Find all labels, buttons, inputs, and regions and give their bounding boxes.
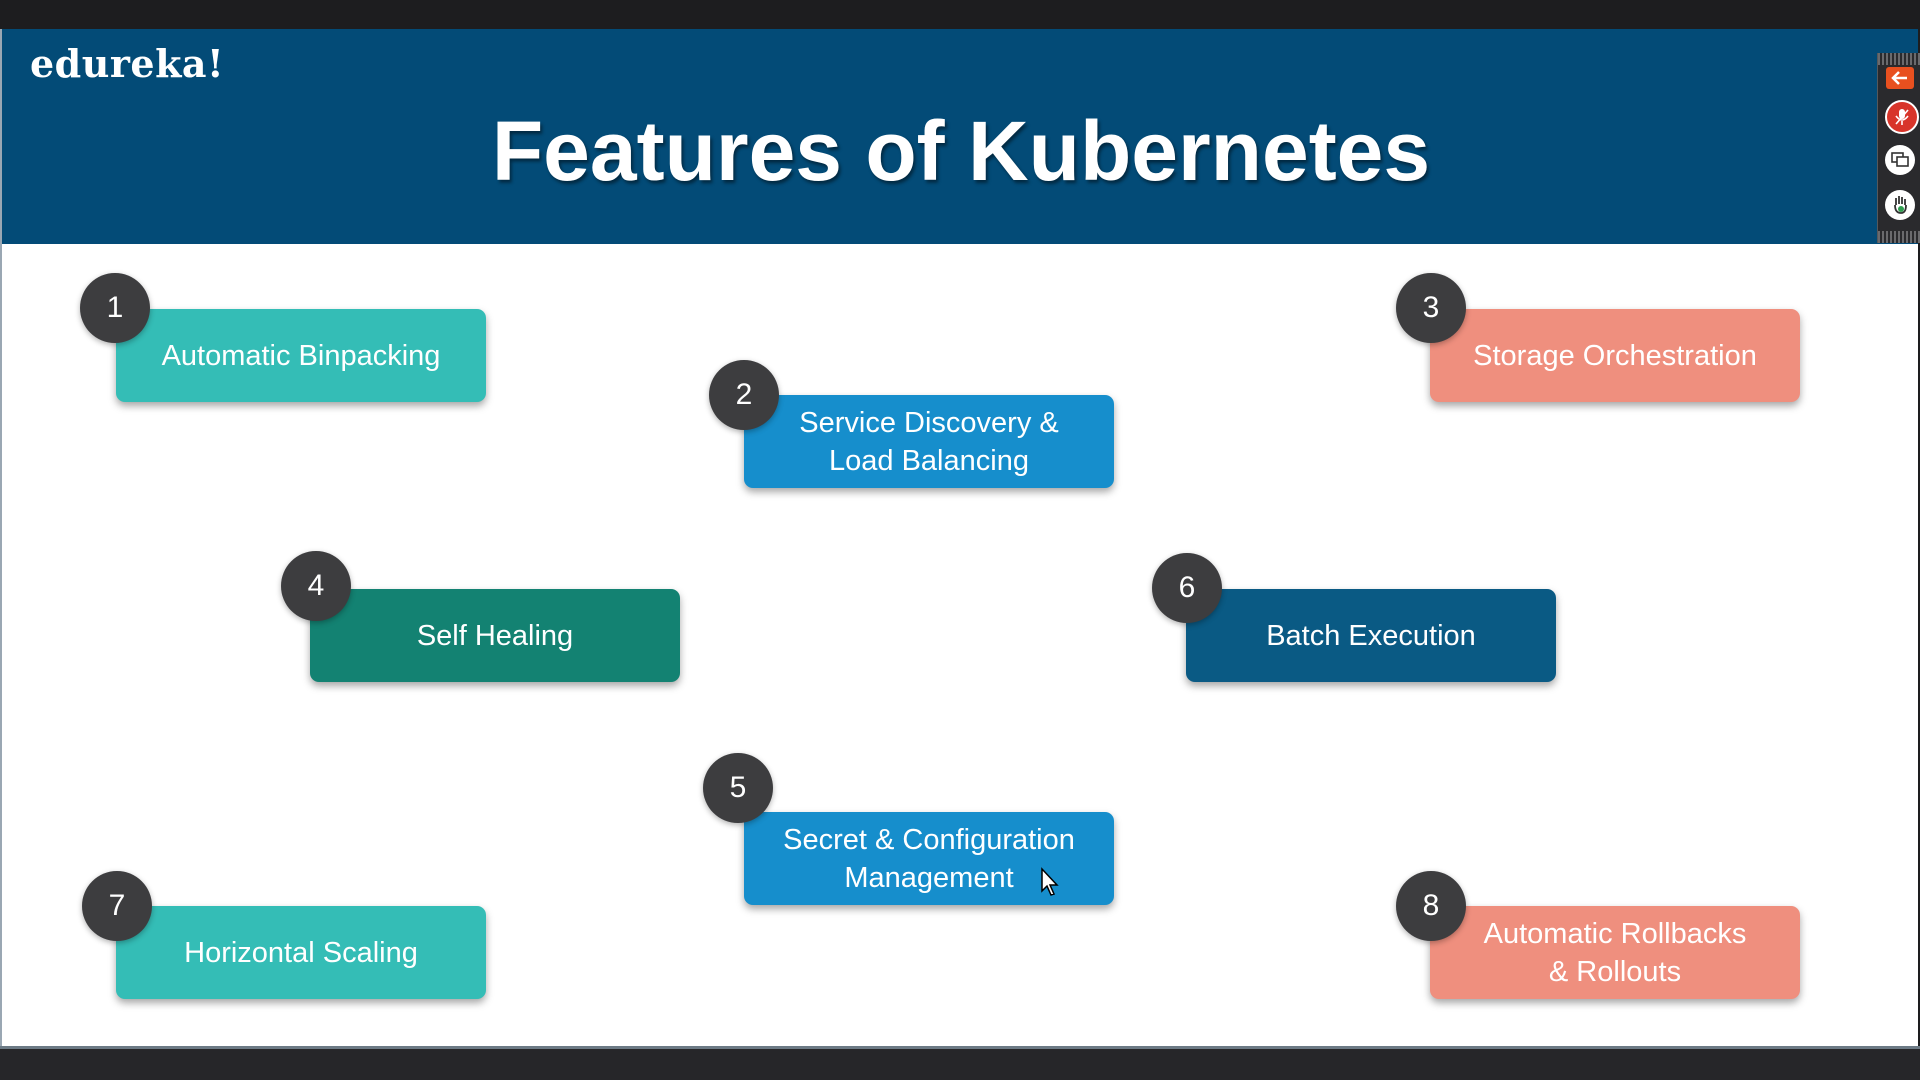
feature-batch-execution: Batch Execution bbox=[1186, 589, 1556, 682]
feature-label: Batch Execution bbox=[1266, 619, 1476, 652]
feature-label: Service Discovery & Load Balancing bbox=[799, 406, 1059, 477]
floating-toolbar bbox=[1877, 53, 1920, 243]
slide-header: edureka! Features of Kubernetes bbox=[2, 29, 1918, 244]
feature-label: Self Healing bbox=[416, 619, 574, 652]
toolbar-grip-bottom[interactable] bbox=[1878, 231, 1920, 243]
feature-number-badge: 2 bbox=[709, 360, 779, 430]
slide: edureka! Features of Kubernetes Automati… bbox=[0, 29, 1918, 1046]
raise-hand-icon[interactable] bbox=[1885, 190, 1915, 220]
feature-number-badge: 5 bbox=[703, 753, 773, 823]
feature-automatic-binpacking: Automatic Binpacking bbox=[116, 309, 486, 402]
feature-horizontal-scaling: Horizontal Scaling bbox=[116, 906, 486, 999]
feature-label: Horizontal Scaling bbox=[184, 936, 418, 969]
feature-number-badge: 6 bbox=[1152, 553, 1222, 623]
feature-service-discovery: Service Discovery & Load Balancing bbox=[744, 395, 1114, 488]
feature-label: Storage Orchestration bbox=[1473, 339, 1757, 372]
screen-share-icon[interactable] bbox=[1885, 145, 1915, 175]
bottom-bar bbox=[0, 1046, 1920, 1080]
feature-number-badge: 7 bbox=[82, 871, 152, 941]
edureka-logo: edureka! bbox=[30, 41, 225, 86]
slide-title: Features of Kubernetes bbox=[491, 104, 1431, 198]
feature-label: Automatic Binpacking bbox=[161, 339, 441, 372]
feature-label: Automatic Rollbacks & Rollouts bbox=[1483, 917, 1747, 988]
feature-automatic-rollbacks: Automatic Rollbacks & Rollouts bbox=[1430, 906, 1800, 999]
microphone-icon[interactable] bbox=[1885, 100, 1919, 134]
mouse-pointer-icon bbox=[1041, 867, 1059, 896]
feature-number-badge: 3 bbox=[1396, 273, 1466, 343]
feature-storage-orchestration: Storage Orchestration bbox=[1430, 309, 1800, 402]
feature-number-badge: 1 bbox=[80, 273, 150, 343]
feature-number-badge: 4 bbox=[281, 551, 351, 621]
feature-label: Secret & Configuration Management bbox=[783, 823, 1075, 894]
feature-number-badge: 8 bbox=[1396, 871, 1466, 941]
feature-secret-configuration: Secret & Configuration Management bbox=[744, 812, 1114, 905]
back-arrow-icon[interactable] bbox=[1886, 67, 1914, 89]
feature-self-healing: Self Healing bbox=[310, 589, 680, 682]
toolbar-grip-top[interactable] bbox=[1878, 53, 1920, 65]
